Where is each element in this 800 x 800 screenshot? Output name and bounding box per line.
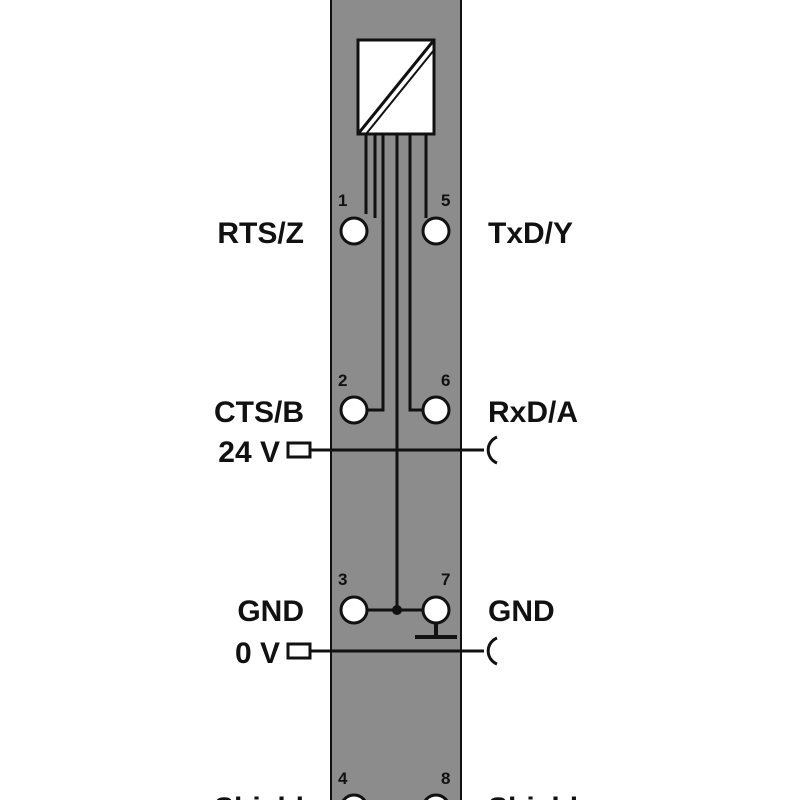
- terminal-number-2: 2: [338, 371, 347, 390]
- power-terminal-0v: [286, 642, 312, 660]
- terminal-label-5: TxD/Y: [488, 217, 573, 250]
- terminal-label-4: Shield: [214, 792, 304, 800]
- terminal-label-8: Shield: [488, 792, 578, 800]
- terminal-label-3: GND: [237, 595, 304, 628]
- terminal-1: [339, 216, 369, 246]
- terminal-2: [339, 395, 369, 425]
- terminal-5: [421, 216, 451, 246]
- junction-dot: [392, 605, 402, 615]
- terminal-8: [423, 793, 449, 800]
- power-rails: [310, 435, 498, 666]
- power-label-0v: 0 V: [235, 637, 280, 670]
- terminal-number-6: 6: [441, 371, 450, 390]
- terminal-label-1: RTS/Z: [217, 217, 304, 250]
- ground-symbol-icon: [415, 623, 457, 639]
- terminal-number-5: 5: [441, 191, 450, 210]
- terminal-number-1: 1: [338, 191, 347, 210]
- terminal-number-3: 3: [338, 570, 347, 589]
- terminal-3: [339, 595, 369, 625]
- terminal-label-7: GND: [488, 595, 555, 628]
- terminal-6: [421, 395, 451, 425]
- signal-converter-icon: [356, 38, 436, 136]
- terminal-4: [341, 793, 367, 800]
- power-terminal-24v: [286, 441, 312, 459]
- terminal-number-4: 4: [338, 769, 348, 788]
- terminal-number-7: 7: [441, 570, 450, 589]
- terminal-number-8: 8: [441, 769, 450, 788]
- power-label-24v: 24 V: [218, 436, 280, 469]
- terminal-label-2: CTS/B: [214, 396, 304, 429]
- internal-wiring: [364, 134, 428, 610]
- terminal-7: [421, 595, 451, 625]
- terminal-label-6: RxD/A: [488, 396, 578, 429]
